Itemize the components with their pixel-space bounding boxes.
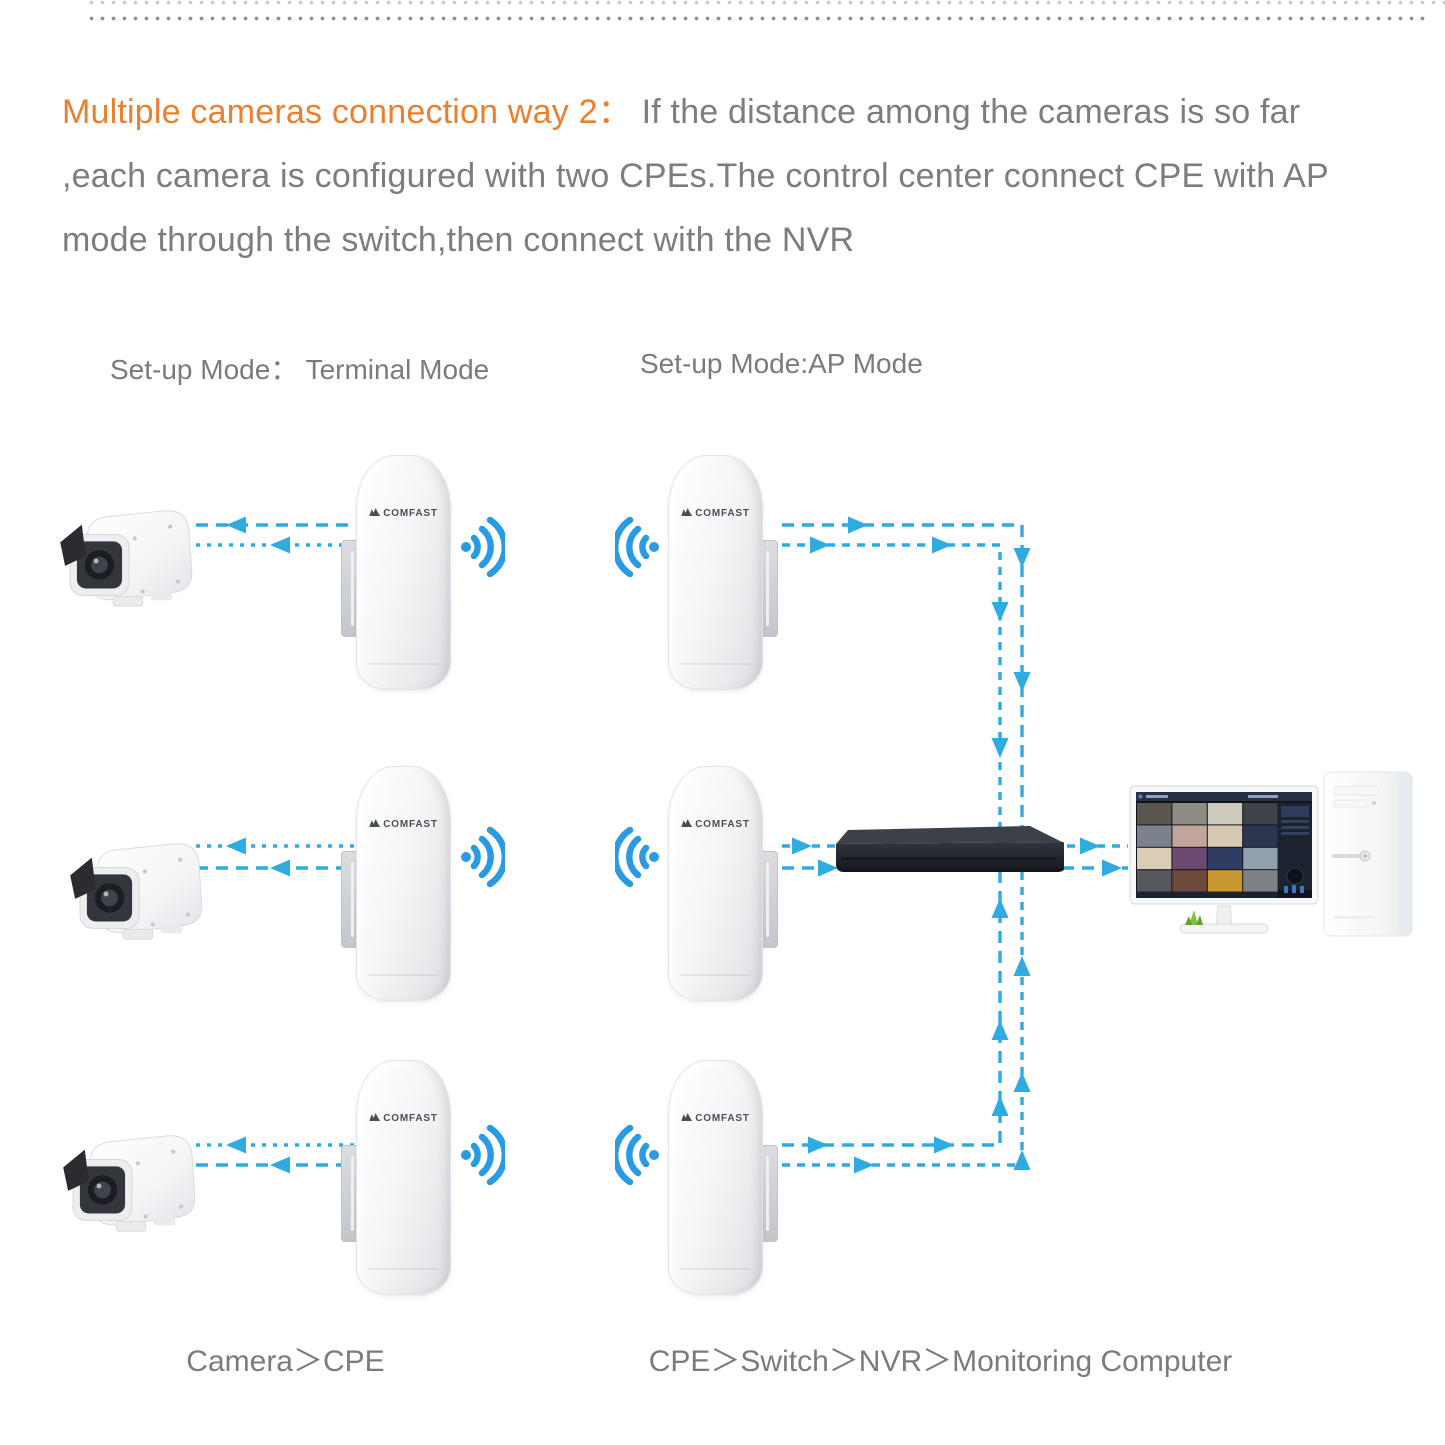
cpe-body: COMFAST xyxy=(668,1060,763,1295)
setup-mode-ap-label: Set-up Mode:AP Mode xyxy=(640,348,923,379)
wifi-signal-icon xyxy=(614,514,662,580)
cpe-ap-2: COMFAST xyxy=(668,766,778,1001)
cpe-terminal-1: COMFAST xyxy=(341,455,451,690)
cctv-camera-1 xyxy=(52,505,200,615)
cpe-brand-text: COMFAST xyxy=(695,1113,750,1124)
cctv-camera-2 xyxy=(62,838,210,948)
cctv-camera-3 xyxy=(55,1130,203,1240)
cpe-body: COMFAST xyxy=(356,766,451,1001)
cpe-body: COMFAST xyxy=(356,1060,451,1295)
comfast-logo-icon xyxy=(369,508,381,516)
cctv-camera-illustration xyxy=(63,1135,196,1232)
cpe-terminal-3: COMFAST xyxy=(341,1060,451,1295)
cpe-brand-logo: COMFAST xyxy=(357,1113,450,1124)
cpe-brand-text: COMFAST xyxy=(383,819,438,830)
wifi-signal-icon xyxy=(614,824,662,890)
cpe-brand-text: COMFAST xyxy=(383,1113,438,1124)
cpe-brand-logo: COMFAST xyxy=(669,819,762,830)
plant-decoration xyxy=(1185,910,1203,925)
cpe-body: COMFAST xyxy=(356,455,451,690)
comfast-logo-icon xyxy=(681,508,693,516)
computer-tower xyxy=(1320,770,1420,940)
comfast-logo-icon xyxy=(369,1113,381,1121)
monitoring-computer-display xyxy=(1128,784,1326,936)
wifi-signal-icon xyxy=(458,824,506,890)
cpe-brand-logo: COMFAST xyxy=(669,508,762,519)
surveillance-app-toolbar xyxy=(1136,792,1312,801)
cpe-ap-3: COMFAST xyxy=(668,1060,778,1295)
comfast-logo-icon xyxy=(681,1113,693,1121)
wifi-signal-icon xyxy=(458,514,506,580)
cpe-ap-1: COMFAST xyxy=(668,455,778,690)
page-title: Multiple cameras connection way 2： If th… xyxy=(62,80,1394,272)
wifi-signal-icon xyxy=(458,1122,506,1188)
network-switch-illustration xyxy=(836,826,1064,872)
comfast-logo-icon xyxy=(681,819,693,827)
top-dotted-line xyxy=(86,16,1427,21)
arrowheads xyxy=(226,516,1122,1174)
cpe-brand-text: COMFAST xyxy=(695,819,750,830)
top-dotted-line-faint xyxy=(86,0,1445,5)
network-switch xyxy=(832,826,1064,876)
cpe-brand-text: COMFAST xyxy=(695,508,750,519)
cctv-camera-illustration xyxy=(70,843,203,940)
setup-mode-terminal-label: Set-up Mode： Terminal Mode xyxy=(110,354,490,385)
camera-feed-grid xyxy=(1137,803,1278,892)
title-body: If the distance among the cameras is so … xyxy=(62,93,1329,259)
wifi-signal-icon xyxy=(614,1122,662,1188)
monitor-illustration xyxy=(1129,785,1319,934)
cpe-brand-logo: COMFAST xyxy=(357,508,450,519)
flow-label-cpe-switch-nvr: CPE＞Switch＞NVR＞Monitoring Computer xyxy=(648,1345,1233,1378)
cpe-brand-text: COMFAST xyxy=(383,508,438,519)
cpe-brand-logo: COMFAST xyxy=(357,819,450,830)
tower-lock-detail xyxy=(1332,850,1371,862)
monitor-base xyxy=(1179,923,1269,934)
cpe-terminal-2: COMFAST xyxy=(341,766,451,1001)
comfast-logo-icon xyxy=(369,819,381,827)
title-highlight: Multiple cameras connection way 2： xyxy=(62,93,632,131)
cpe-brand-logo: COMFAST xyxy=(669,1113,762,1124)
computer-tower-illustration xyxy=(1323,771,1413,937)
monitor-stand xyxy=(1215,905,1233,925)
cctv-camera-illustration xyxy=(60,510,193,607)
flow-label-camera-cpe: Camera＞CPE xyxy=(186,1345,385,1378)
cpe-body: COMFAST xyxy=(668,455,763,690)
cpe-body: COMFAST xyxy=(668,766,763,1001)
